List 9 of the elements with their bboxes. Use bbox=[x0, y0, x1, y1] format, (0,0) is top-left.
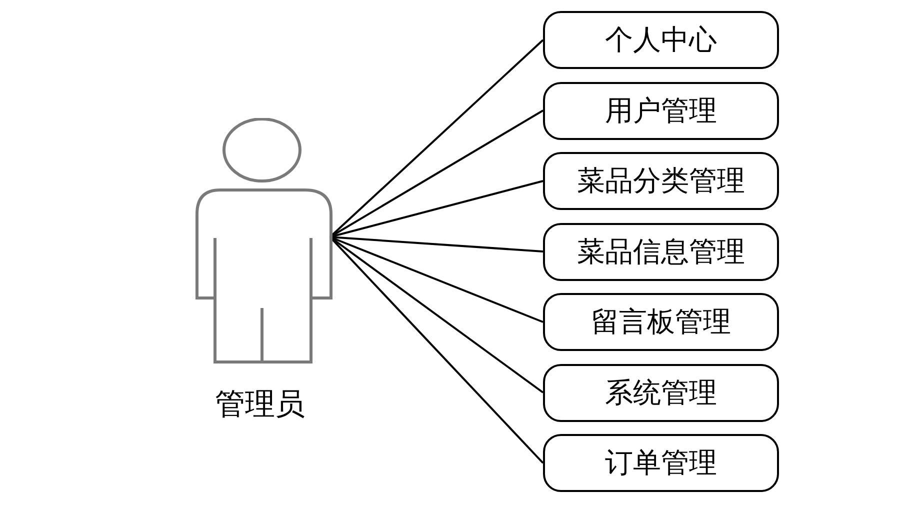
use-case-box: 系统管理 bbox=[543, 364, 779, 422]
connector-line bbox=[330, 236, 544, 252]
actor-name: 管理员 bbox=[215, 386, 305, 424]
use-case-box: 用户管理 bbox=[543, 82, 779, 140]
use-case-box: 菜品信息管理 bbox=[543, 222, 779, 280]
use-case-box: 个人中心 bbox=[543, 11, 779, 69]
use-case-box: 留言板管理 bbox=[543, 293, 779, 351]
use-case-box: 菜品分类管理 bbox=[543, 152, 779, 210]
use-case-box: 订单管理 bbox=[543, 434, 779, 492]
